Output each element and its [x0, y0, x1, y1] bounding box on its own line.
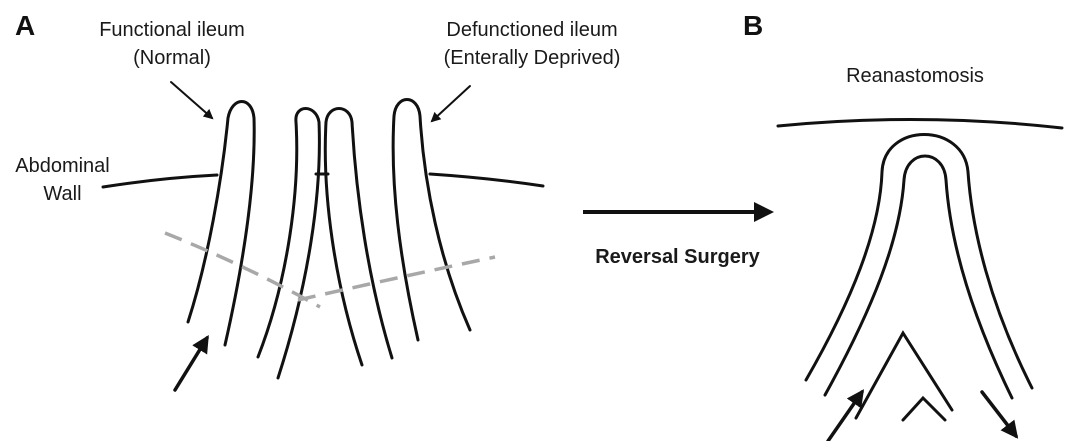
reversal-surgery-label: Reversal Surgery	[580, 243, 775, 271]
functional-ileum-label: Functional ileum (Normal)	[62, 16, 282, 72]
reanastomosis-wall-line	[778, 119, 1062, 128]
panel-b-letter: B	[743, 10, 763, 42]
inflow-arrow	[175, 338, 207, 390]
functional-ileum-subtitle: (Normal)	[62, 44, 282, 72]
abdominal-wall-line-left	[103, 175, 217, 187]
reanastomosis-label: Reanastomosis	[830, 62, 1000, 90]
abdominal-wall-line2: Wall	[5, 180, 120, 208]
functional-ileum-title: Functional ileum	[62, 16, 282, 44]
defunctioned-ileum-label: Defunctioned ileum (Enterally Deprived)	[408, 16, 656, 72]
defunctioned-pointer-arrow	[432, 86, 470, 121]
defunctioned-ileum-title: Defunctioned ileum	[408, 16, 656, 44]
abdominal-wall-line1: Abdominal	[5, 152, 120, 180]
panel-b-diagram	[778, 119, 1062, 441]
defunctioned-ileum-subtitle: (Enterally Deprived)	[408, 44, 656, 72]
defunctioned-ileum-loop	[325, 100, 470, 366]
abdominal-wall-line-right	[430, 174, 543, 186]
panel-a-letter: A	[15, 10, 35, 42]
reanastomosed-ileum-loop	[806, 135, 1032, 421]
abdominal-wall-label: Abdominal Wall	[5, 152, 120, 208]
functional-pointer-arrow	[171, 82, 212, 118]
resection-dashed-lines	[165, 233, 495, 307]
